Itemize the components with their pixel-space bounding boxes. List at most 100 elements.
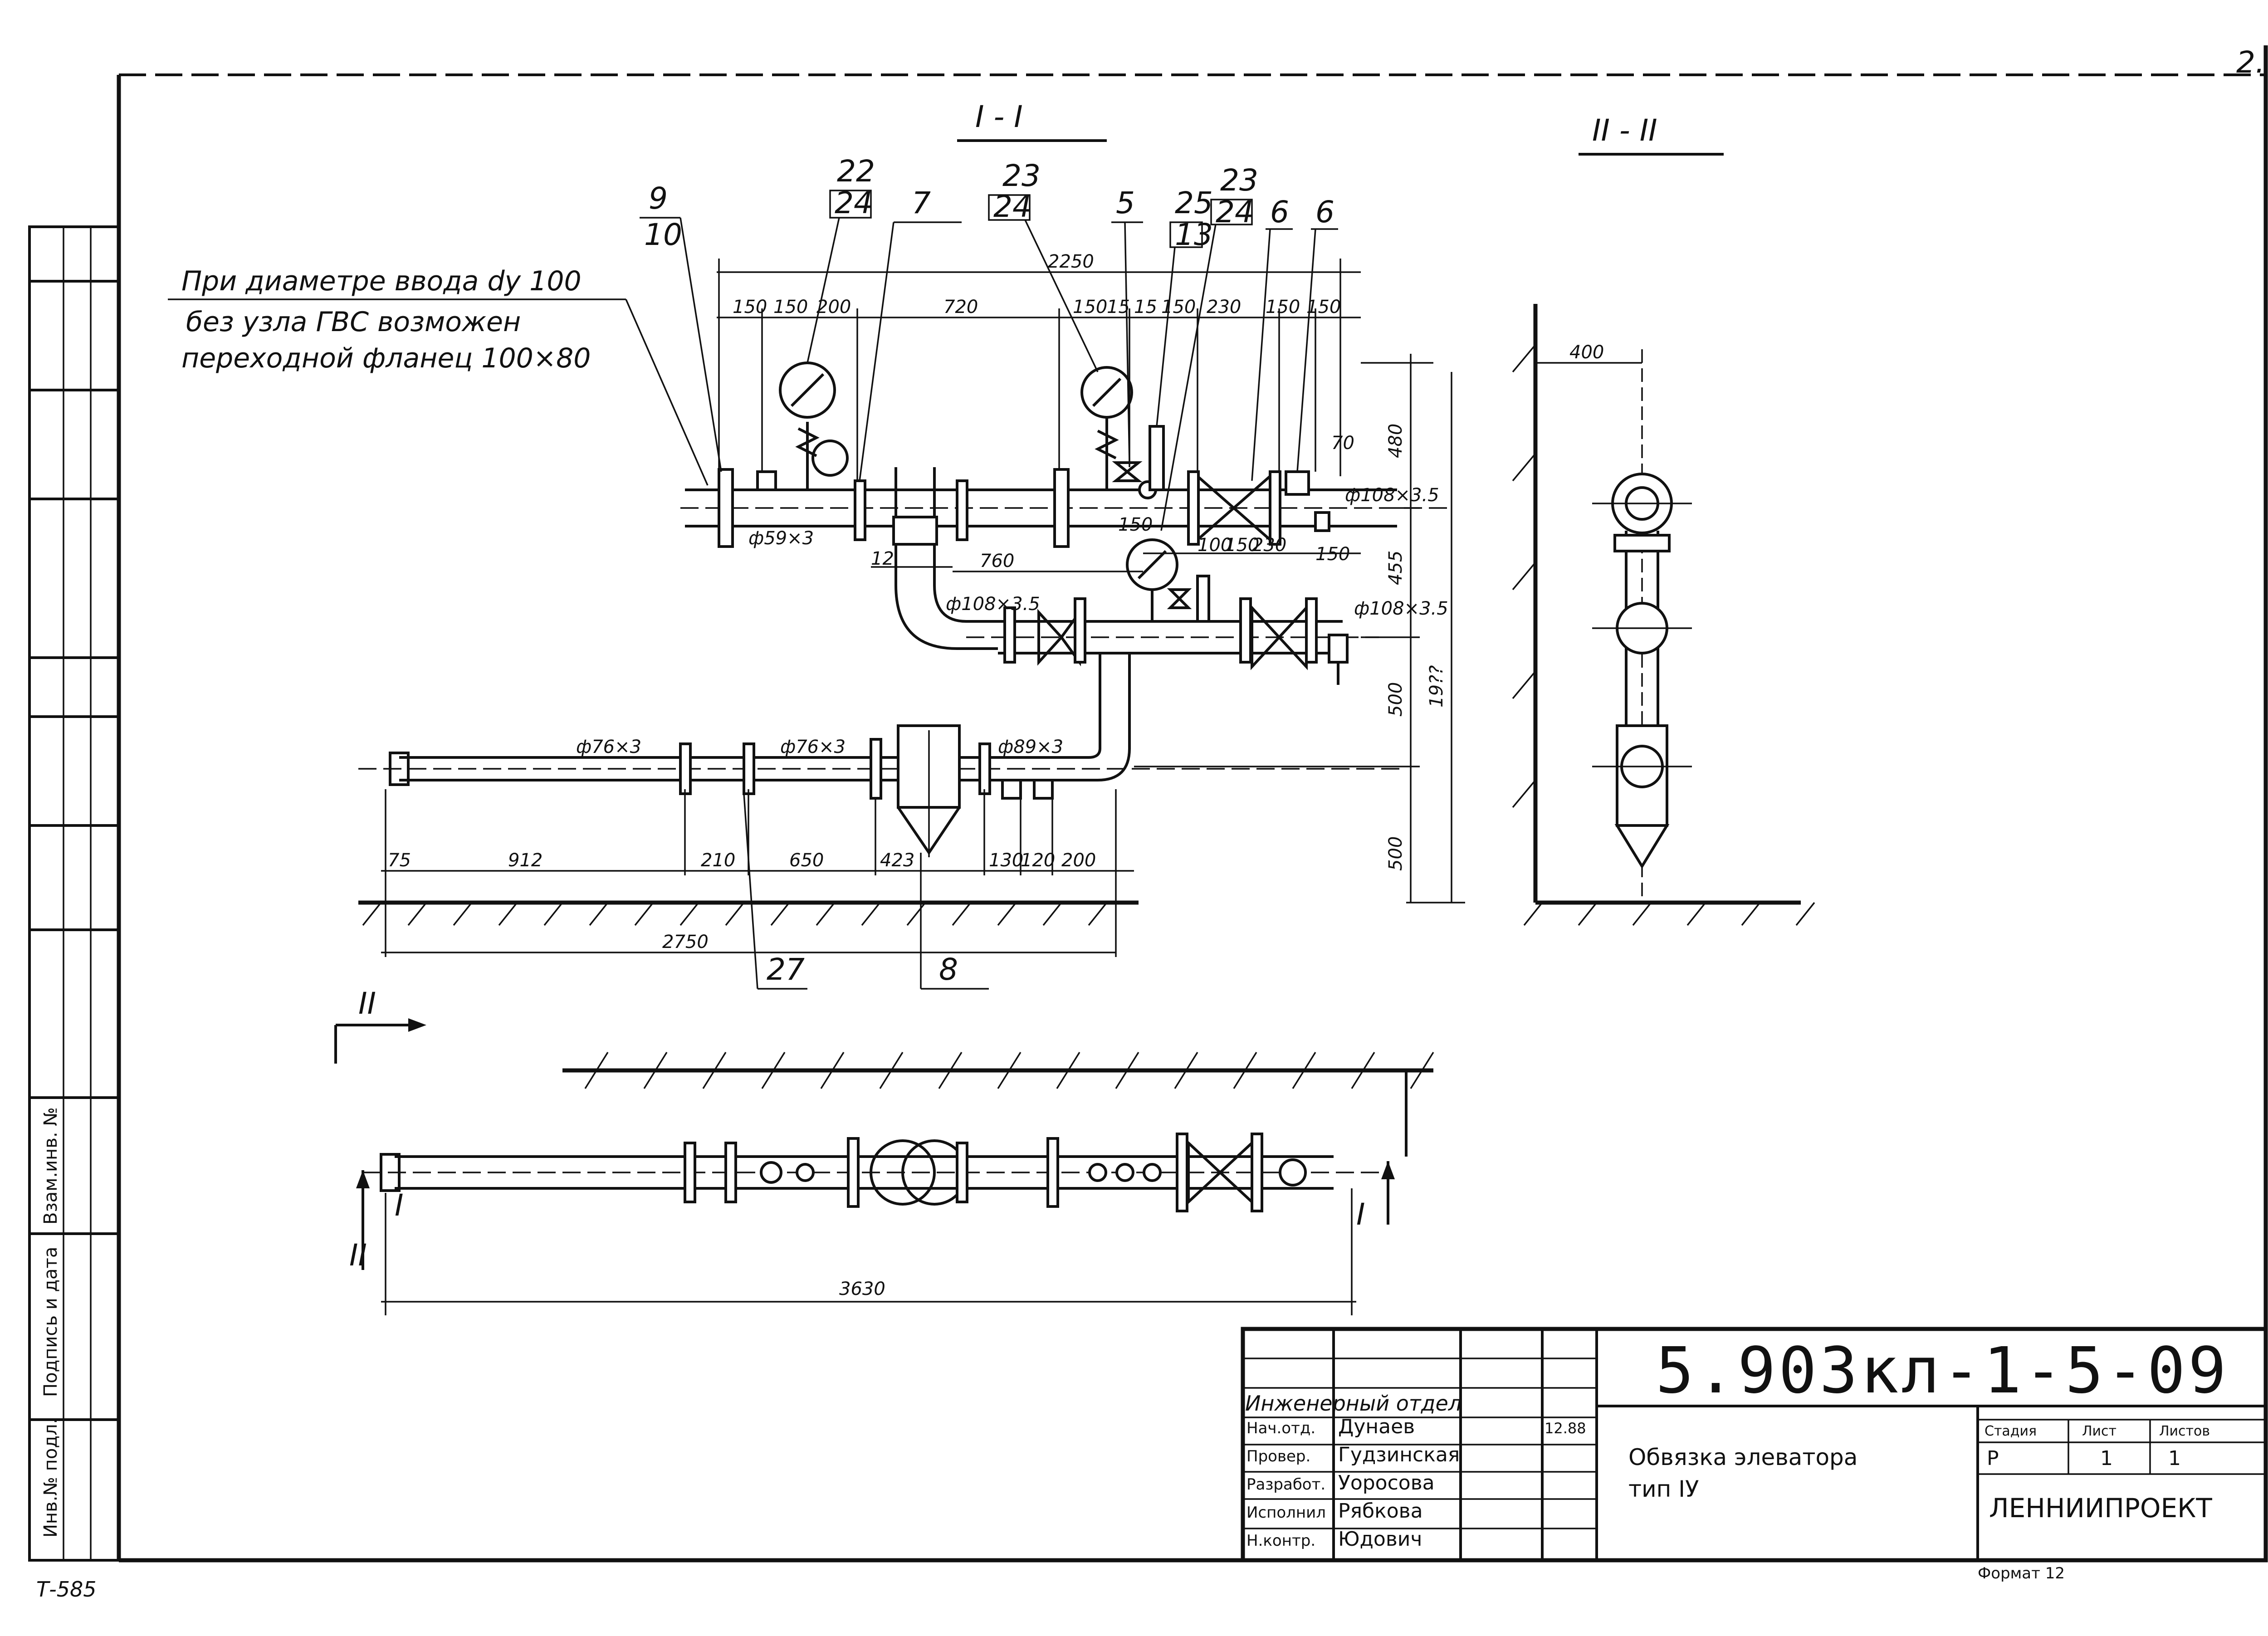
tb-row-role: Разработ. bbox=[1246, 1475, 1325, 1494]
pos-24c: 24 bbox=[1216, 195, 1254, 230]
dim-70: 70 bbox=[1331, 433, 1354, 454]
dim-423: 423 bbox=[880, 850, 914, 871]
dim-1930: 19?? bbox=[1426, 665, 1447, 708]
pos-23a: 23 bbox=[1002, 158, 1041, 193]
dim-150a: 150 bbox=[733, 297, 767, 317]
position-callouts: 9 10 22 24 7 23 24 5 25 13 23 24 6 6 27 bbox=[640, 154, 1338, 990]
tb-organization: ЛЕННИИПРОЕКТ bbox=[1989, 1493, 2212, 1524]
pos-7: 7 bbox=[912, 186, 931, 220]
pos-22: 22 bbox=[837, 154, 875, 189]
pipe-dn59: ф59×3 bbox=[748, 528, 814, 549]
tb-title-line1: Обвязка элеватора bbox=[1628, 1444, 1857, 1470]
dim-400: 400 bbox=[1569, 342, 1604, 363]
dim-500b: 500 bbox=[1385, 836, 1406, 871]
note-block: При диаметре ввода dy 100 без узла ГВС в… bbox=[168, 265, 709, 486]
stamp-inv-orig: Инв.№ подл. bbox=[40, 1418, 61, 1538]
tb-format: Формат 12 bbox=[1978, 1564, 2065, 1582]
tb-row-name: Дунаев bbox=[1338, 1415, 1415, 1438]
stamp-inv-exchange: Взам.инв. № bbox=[40, 1107, 61, 1225]
tb-department: Инженерный отдел bbox=[1245, 1391, 1461, 1416]
title-block: Инженерный отдел 5.903кл-1-5-09 Обвязка … bbox=[1241, 1327, 2268, 1582]
pos-23b: 23 bbox=[1220, 163, 1258, 198]
pos-13: 13 bbox=[1175, 217, 1213, 252]
dim-150d: 150 bbox=[1161, 297, 1196, 317]
note-line-2: без узла ГВС возможен bbox=[186, 306, 521, 338]
section-1-dimension-lines bbox=[381, 259, 1465, 957]
tb-row-date: 12.88 bbox=[1545, 1420, 1586, 1437]
pos-10: 10 bbox=[644, 217, 682, 252]
dim-150b: 150 bbox=[773, 297, 808, 317]
plan-cut-left-2: II bbox=[349, 1238, 367, 1273]
pos-27: 27 bbox=[767, 952, 805, 987]
dim-200a: 200 bbox=[816, 297, 851, 317]
dim-150f: 150 bbox=[1306, 297, 1341, 317]
section-2-title: II - II bbox=[1592, 113, 1657, 148]
plan-cut-left-1: I bbox=[395, 1188, 403, 1223]
dim-230a: 230 bbox=[1207, 297, 1241, 317]
sheet-corner-number: 2. bbox=[2236, 45, 2265, 80]
tb-sheet-label: Лист bbox=[2082, 1423, 2116, 1439]
tb-stage-value: Р bbox=[1987, 1447, 1999, 1470]
dim-720: 720 bbox=[943, 297, 978, 317]
dim-3630: 3630 bbox=[839, 1279, 885, 1299]
tb-row-role: Нач.отд. bbox=[1246, 1419, 1315, 1437]
pipe-dn108c: ф108×3.5 bbox=[1354, 598, 1448, 619]
dim-2250: 2250 bbox=[1048, 251, 1094, 272]
pipe-dn108a: ф108×3.5 bbox=[1345, 485, 1439, 506]
dim-455: 455 bbox=[1385, 551, 1406, 585]
tb-sheet-value: 1 bbox=[2100, 1447, 2113, 1470]
pipe-dn76a: ф76×3 bbox=[576, 737, 641, 757]
pos-24b: 24 bbox=[993, 189, 1031, 224]
pos-9: 9 bbox=[649, 181, 668, 216]
dim-150c: 150 bbox=[1073, 297, 1107, 317]
pos-8: 8 bbox=[939, 952, 958, 987]
tb-row-name: Юдович bbox=[1338, 1528, 1422, 1551]
dim-12: 12 bbox=[871, 548, 894, 569]
dim-150h: 150 bbox=[1225, 535, 1259, 556]
tb-row-role: Провер. bbox=[1246, 1447, 1310, 1465]
dim-15b: 15 bbox=[1134, 297, 1157, 317]
bottom-left-code: Т-585 bbox=[36, 1577, 97, 1602]
note-line-1: При диаметре ввода dy 100 bbox=[181, 265, 582, 297]
dim-650: 650 bbox=[789, 850, 824, 871]
dim-230b: 230 bbox=[1252, 535, 1286, 556]
plan-cut-right: I bbox=[1356, 1197, 1365, 1232]
tb-row-name: Гудзинская bbox=[1338, 1443, 1460, 1466]
pipe-dn89: ф89×3 bbox=[998, 737, 1063, 757]
dim-130: 130 bbox=[989, 850, 1023, 871]
plan-view: II I II I 3630 bbox=[334, 986, 1434, 1315]
dim-2750: 2750 bbox=[662, 932, 709, 952]
tb-row-name: Уоросова bbox=[1338, 1471, 1435, 1494]
pipe-dn76b: ф76×3 bbox=[780, 737, 846, 757]
plan-arrow-label: II bbox=[358, 986, 376, 1021]
section-titles: I - I II - II bbox=[957, 99, 1724, 156]
section-2-side-view: 400 bbox=[1512, 304, 1815, 926]
dim-120: 120 bbox=[1021, 850, 1055, 871]
tb-row-name: Рябкова bbox=[1338, 1499, 1423, 1523]
note-line-3: переходной фланец 100×80 bbox=[181, 342, 591, 374]
dim-150g: 150 bbox=[1118, 514, 1153, 535]
pos-6b: 6 bbox=[1315, 195, 1334, 230]
dim-150i: 150 bbox=[1315, 544, 1350, 565]
stamp-sign-date: Подпись и дата bbox=[40, 1247, 61, 1397]
dim-480: 480 bbox=[1385, 424, 1406, 458]
pos-25: 25 bbox=[1175, 186, 1213, 220]
section-1-dimension-texts: 2250 150 150 200 720 150 15 15 150 230 1… bbox=[388, 251, 1448, 952]
section-1-title: I - I bbox=[975, 99, 1023, 134]
pos-5: 5 bbox=[1116, 186, 1135, 220]
dim-100: 100 bbox=[1198, 535, 1232, 556]
tb-code: 5.903кл-1-5-09 bbox=[1656, 1334, 2229, 1408]
dim-500a: 500 bbox=[1385, 682, 1406, 717]
dim-912: 912 bbox=[508, 850, 543, 871]
dim-200b: 200 bbox=[1061, 850, 1096, 871]
dim-760: 760 bbox=[980, 551, 1014, 571]
tb-sheets-label: Листов bbox=[2159, 1423, 2210, 1439]
tb-sheets-value: 1 bbox=[2168, 1447, 2181, 1470]
tb-stage-label: Стадия bbox=[1984, 1423, 2037, 1439]
dim-75: 75 bbox=[388, 850, 411, 871]
pos-24a: 24 bbox=[835, 186, 873, 220]
dim-150e: 150 bbox=[1266, 297, 1300, 317]
tb-row-role: Н.контр. bbox=[1246, 1532, 1315, 1550]
